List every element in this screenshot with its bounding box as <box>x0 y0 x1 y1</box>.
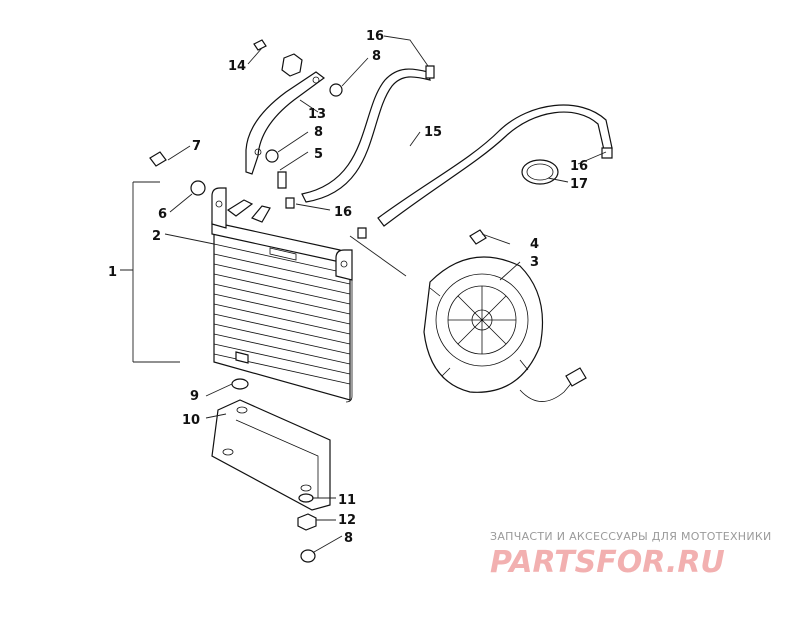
callout-8-mid: 8 <box>314 125 323 140</box>
callout-5: 5 <box>314 147 323 162</box>
upper-bracket <box>245 71 326 175</box>
callout-16-right: 16 <box>570 159 588 174</box>
hoses <box>301 68 613 227</box>
callout-15: 15 <box>424 125 442 140</box>
callout-4: 4 <box>530 237 539 252</box>
oil-cooler <box>211 187 353 403</box>
callout-13: 13 <box>308 107 326 122</box>
callout-8-bottom: 8 <box>344 531 353 546</box>
cooling-fan <box>423 256 587 402</box>
callouts: 1 2 3 4 5 6 7 8 8 8 9 10 11 12 13 14 15 … <box>108 29 588 546</box>
callout-17: 17 <box>570 177 588 192</box>
callout-8-top: 8 <box>372 49 381 64</box>
callout-3: 3 <box>530 255 539 270</box>
callout-2: 2 <box>152 229 161 244</box>
callout-9: 9 <box>190 389 199 404</box>
callout-14: 14 <box>228 59 246 74</box>
callout-10: 10 <box>182 413 200 428</box>
watermark: ЗАПЧАСТИ И АКСЕССУАРЫ ДЛЯ МОТОТЕХНИКИ PA… <box>490 530 772 580</box>
callout-7: 7 <box>192 139 201 154</box>
callout-6: 6 <box>158 207 167 222</box>
callout-16-top: 16 <box>366 29 384 44</box>
watermark-tagline: ЗАПЧАСТИ И АКСЕССУАРЫ ДЛЯ МОТОТЕХНИКИ <box>490 530 772 543</box>
callout-16-mid: 16 <box>334 205 352 220</box>
callout-1: 1 <box>108 265 117 280</box>
lower-plate <box>211 399 331 511</box>
callout-11: 11 <box>338 493 356 508</box>
callout-12: 12 <box>338 513 356 528</box>
hardware <box>149 39 613 563</box>
leader-lines <box>120 35 607 553</box>
watermark-logo: PARTSFOR.RU <box>490 545 725 580</box>
